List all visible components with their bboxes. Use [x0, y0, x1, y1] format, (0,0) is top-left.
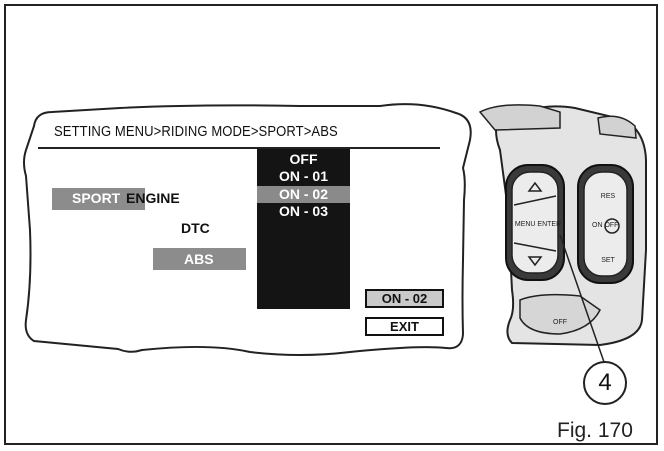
exit-button[interactable]: EXIT — [365, 317, 444, 336]
menu-item-abs[interactable]: ABS — [184, 251, 214, 267]
option-on-03[interactable]: ON - 03 — [278, 203, 328, 219]
menu-breadcrumb: SETTING MENU>RIDING MODE>SPORT>ABS — [54, 124, 338, 140]
figure-frame — [4, 4, 658, 445]
set-label: SET — [601, 257, 615, 264]
callout-circle: 4 — [583, 361, 627, 405]
option-on-02[interactable]: ON - 02 — [257, 186, 350, 203]
header-divider — [38, 147, 440, 149]
callout-leader-line — [559, 234, 605, 363]
cruise-control-icon — [604, 218, 620, 234]
sport-highlight — [52, 188, 145, 210]
menu-item-dtc[interactable]: DTC — [181, 220, 210, 236]
menu-item-sport[interactable]: SPORT — [72, 190, 121, 206]
figure-label: Fig. 170 — [557, 419, 633, 442]
current-value-button[interactable]: ON - 02 — [365, 289, 444, 308]
menu-enter-label: MENU ENTER — [515, 221, 561, 228]
options-panel — [257, 149, 350, 309]
option-off[interactable]: OFF — [289, 151, 318, 167]
abs-highlight — [153, 248, 246, 270]
res-label: RES — [601, 193, 616, 200]
menu-item-engine[interactable]: ENGINE — [126, 190, 180, 206]
option-on-01[interactable]: ON - 01 — [278, 168, 328, 184]
off-label: OFF — [553, 319, 567, 326]
